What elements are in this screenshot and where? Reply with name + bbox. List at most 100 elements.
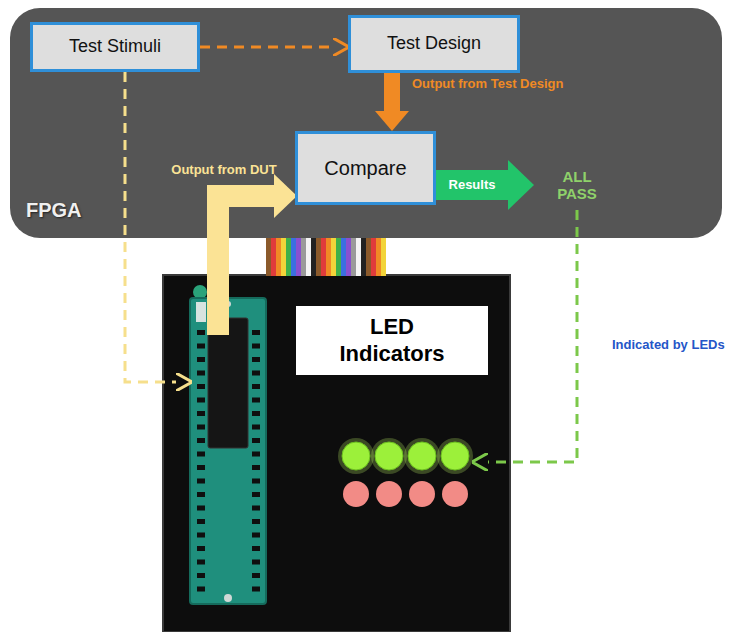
node-text: Test Stimuli <box>69 36 161 58</box>
status-label: ALL PASS <box>549 168 605 203</box>
red-led <box>376 481 402 507</box>
socket-pin <box>252 357 260 362</box>
ribbon-wire <box>336 238 341 276</box>
fpga-panel: FPGA Test Stimuli Test DesignCompare <box>10 8 722 238</box>
dashed-arrow <box>200 46 333 49</box>
red-led <box>343 481 369 507</box>
green-led <box>408 442 436 470</box>
ribbon-wire <box>291 238 296 276</box>
socket-pin <box>197 411 205 416</box>
socket-pin <box>252 573 260 578</box>
socket-pin <box>252 438 260 443</box>
ribbon-wire <box>316 238 321 276</box>
ribbon-wire <box>381 238 386 276</box>
ribbon-wire <box>286 238 291 276</box>
socket-pin <box>252 546 260 551</box>
arrow-label: Results <box>449 178 496 193</box>
red-led <box>409 481 435 507</box>
zif-socket <box>190 298 266 604</box>
green-led <box>342 442 370 470</box>
note-label: Indicated by LEDs <box>612 338 725 353</box>
socket-pin <box>197 398 205 403</box>
ribbon-wire <box>356 238 361 276</box>
socket-pin <box>252 519 260 524</box>
dut-arrow-head <box>274 174 297 218</box>
socket-pin <box>252 533 260 538</box>
socket-pin <box>252 506 260 511</box>
ribbon-wire <box>311 238 316 276</box>
socket-pin <box>197 425 205 430</box>
compare-box: Compare <box>295 131 436 205</box>
socket-pin <box>197 438 205 443</box>
socket-screw <box>224 594 232 602</box>
led-glow <box>338 438 374 474</box>
green-led <box>441 442 469 470</box>
results-arrow-head <box>508 160 534 210</box>
socket-pin <box>252 398 260 403</box>
ribbon-wire <box>306 238 311 276</box>
node-text: Compare <box>324 156 406 180</box>
node-text: Test Design <box>387 33 481 55</box>
socket-pin <box>197 330 205 335</box>
ribbon-wire <box>281 238 286 276</box>
ribbon-wire <box>376 238 381 276</box>
socket-pin <box>197 546 205 551</box>
ribbon-wire <box>341 238 346 276</box>
ribbon-wire <box>266 238 271 276</box>
title-box: LED Indicators <box>296 306 488 375</box>
output-arrow <box>384 73 400 111</box>
led-glow <box>437 438 473 474</box>
ribbon-wire <box>331 238 336 276</box>
socket-pin <box>197 371 205 376</box>
socket-pin <box>252 411 260 416</box>
dut-chip <box>208 318 248 448</box>
stimuli-wire <box>125 72 176 382</box>
socket-pin <box>197 465 205 470</box>
socket-pin <box>252 371 260 376</box>
socket-pin <box>197 357 205 362</box>
ribbon-wire <box>276 238 281 276</box>
ribbon-wire <box>346 238 351 276</box>
socket-pin <box>252 425 260 430</box>
red-led <box>442 481 468 507</box>
socket-pin <box>197 452 205 457</box>
results-arrow <box>436 170 510 200</box>
ribbon-wire <box>326 238 331 276</box>
socket-pin <box>197 492 205 497</box>
ribbon-wire <box>296 238 301 276</box>
socket-pin <box>197 587 205 592</box>
socket-pin <box>197 384 205 389</box>
edge-label: Output from Test Design <box>412 77 563 92</box>
green-led <box>375 442 403 470</box>
process-box: Test Design <box>348 15 520 73</box>
socket-pin <box>252 492 260 497</box>
led-wire <box>488 210 577 462</box>
dut-output-arrow <box>218 196 276 335</box>
socket-pin <box>197 573 205 578</box>
socket-lever <box>196 302 206 322</box>
ribbon-wire <box>321 238 326 276</box>
socket-pin <box>252 465 260 470</box>
socket-pin <box>252 560 260 565</box>
socket-pin <box>252 452 260 457</box>
node-text: LED Indicators <box>332 314 452 367</box>
board-led <box>193 285 207 299</box>
socket-pin <box>197 519 205 524</box>
ribbon-wire <box>301 238 306 276</box>
socket-pin <box>252 587 260 592</box>
process-box: Test Stimuli <box>30 22 200 72</box>
socket-pin <box>197 479 205 484</box>
ribbon-wire <box>366 238 371 276</box>
signal-label: Output from DUT <box>169 163 279 178</box>
socket-pin <box>252 344 260 349</box>
ribbon-wire <box>271 238 276 276</box>
socket-pin <box>197 506 205 511</box>
socket-pin <box>252 330 260 335</box>
ribbon-wire <box>371 238 376 276</box>
ribbon-wire <box>351 238 356 276</box>
ribbon-wire <box>361 238 366 276</box>
socket-pin <box>197 560 205 565</box>
led-glow <box>404 438 440 474</box>
node-text: FPGA <box>26 198 82 222</box>
